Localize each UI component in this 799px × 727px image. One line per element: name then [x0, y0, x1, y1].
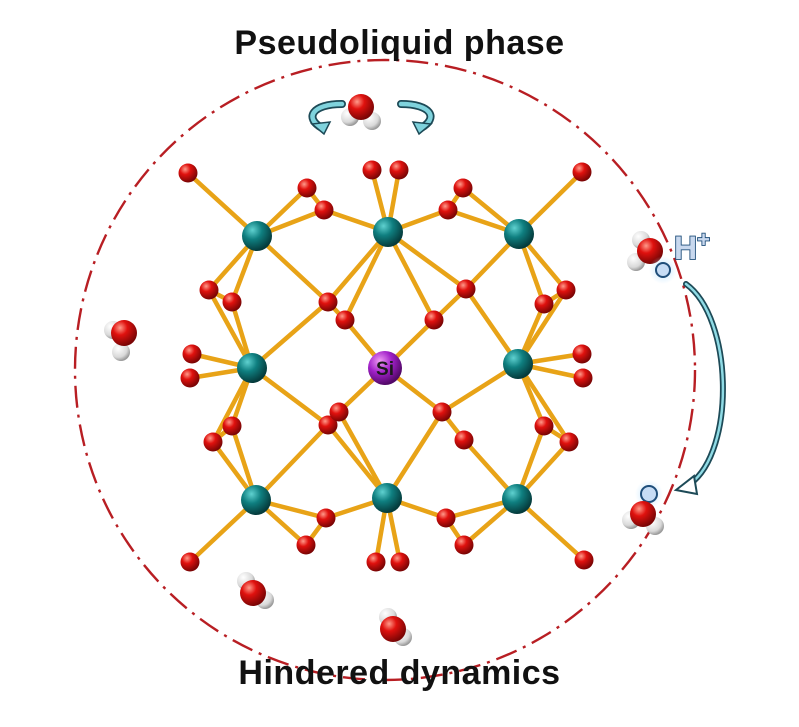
- bond: [185, 170, 260, 239]
- oxygen-atom: [456, 279, 476, 299]
- pseudoliquid-boundary: [73, 58, 697, 682]
- oxygen-atom: [534, 416, 554, 436]
- metal-atom: [373, 217, 403, 247]
- bond: [336, 409, 390, 501]
- bond: [514, 496, 587, 563]
- water-molecule-icon: [622, 501, 664, 535]
- oxygen-atom: [199, 280, 219, 300]
- oxygen-atom: [203, 432, 223, 452]
- oxygen-atom: [436, 508, 456, 528]
- proton-hop-arrow-icon: [673, 281, 726, 496]
- rotation-arrow-icon: [308, 100, 435, 136]
- oxygen-atom: [454, 430, 474, 450]
- oxygen-atom: [182, 344, 202, 364]
- bond: [249, 299, 331, 371]
- bottom-label: Hindered dynamics: [238, 654, 561, 692]
- oxygen-atom: [424, 310, 444, 330]
- water-molecule-icon: [341, 94, 381, 130]
- bond: [384, 409, 445, 501]
- oxygen-atom: [390, 552, 410, 572]
- water-molecule-icon: [104, 320, 137, 361]
- bond: [187, 497, 259, 565]
- oxygen-atom: [314, 200, 334, 220]
- oxygen-atom: [335, 310, 355, 330]
- oxygen-atom: [180, 368, 200, 388]
- bond: [385, 229, 469, 292]
- oxygen-atom: [329, 402, 349, 422]
- bond: [325, 422, 390, 501]
- bond: [253, 422, 331, 503]
- oxygen-atom: [180, 552, 200, 572]
- metal-atom: [503, 349, 533, 379]
- water-molecule-icon: [237, 572, 274, 609]
- rotating-water-molecule: [308, 94, 435, 136]
- metal-atom: [242, 221, 272, 251]
- oxygen-atom: [572, 162, 592, 182]
- metal-atom: [504, 219, 534, 249]
- oxygen-atom: [534, 294, 554, 314]
- bond: [342, 229, 391, 323]
- oxygen-atom: [556, 280, 576, 300]
- oxygen-atom: [297, 178, 317, 198]
- silicon-label: Si: [376, 359, 394, 380]
- oxygen-atom: [296, 535, 316, 555]
- bond: [249, 365, 331, 428]
- metal-atom: [502, 484, 532, 514]
- bond: [515, 361, 572, 445]
- silicon-atom: Si: [368, 351, 402, 385]
- metal-atom: [372, 483, 402, 513]
- oxygen-atom: [318, 415, 338, 435]
- metal-atom: [241, 485, 271, 515]
- bond: [254, 233, 331, 305]
- oxygen-atom: [178, 163, 198, 183]
- oxygen-atom: [574, 550, 594, 570]
- oxygen-atom: [453, 178, 473, 198]
- oxygen-atom: [222, 416, 242, 436]
- oxygen-atom: [366, 552, 386, 572]
- top-label: Pseudoliquid phase: [234, 24, 565, 62]
- proton-label: H+: [674, 227, 710, 266]
- oxygen-atom: [318, 292, 338, 312]
- oxygen-atom: [316, 508, 336, 528]
- oxygen-atom: [572, 344, 592, 364]
- oxygen-atom: [432, 402, 452, 422]
- proton-transfer: H+: [622, 226, 726, 535]
- oxygen-atom: [454, 535, 474, 555]
- bond: [463, 286, 521, 367]
- metal-atom: [237, 353, 267, 383]
- oxygen-atom: [438, 200, 458, 220]
- oxygen-atom: [389, 160, 409, 180]
- proton-site-bottom: [640, 485, 658, 503]
- oxygen-atom: [559, 432, 579, 452]
- oxygen-atom: [362, 160, 382, 180]
- water-molecule-icon: [379, 608, 412, 646]
- bond: [325, 229, 391, 305]
- atom-layer: [178, 160, 594, 572]
- proton-site-top: [655, 262, 671, 278]
- oxygen-atom: [222, 292, 242, 312]
- bond: [385, 229, 437, 323]
- water-molecule-icon: [627, 231, 663, 271]
- oxygen-atom: [573, 368, 593, 388]
